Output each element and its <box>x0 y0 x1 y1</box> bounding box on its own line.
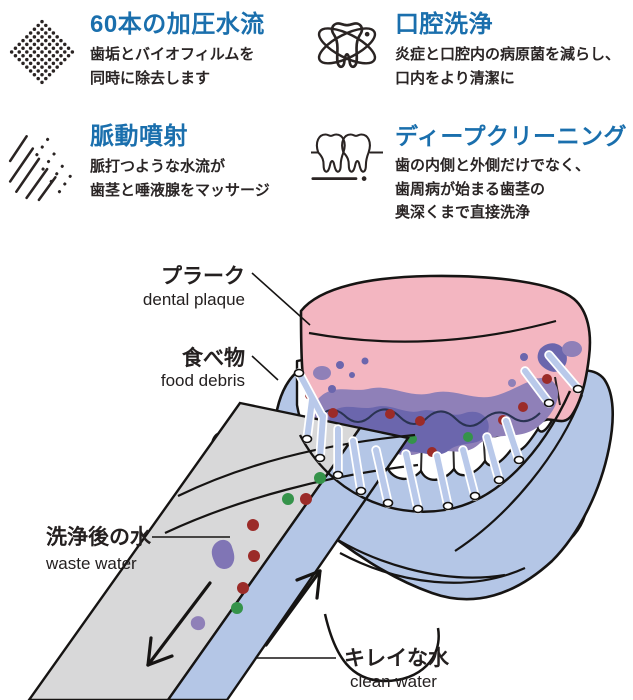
waste-debris <box>190 472 326 631</box>
tray-rim <box>298 390 572 513</box>
tooth-orbit-icon <box>311 12 383 84</box>
gumline-wave <box>317 408 541 427</box>
feature-title: 口腔洗浄 <box>395 11 493 38</box>
feature-line: 口内をより清潔に <box>395 69 515 87</box>
feature-line: 歯周病が始まる歯茎の <box>395 180 546 198</box>
plaque-label-jp: プラーク <box>161 265 245 288</box>
pulse-jet-lines-icon <box>6 124 78 204</box>
feature-deep-cleaning: ディープクリーニング 歯の内側と外側だけでなく、 歯周病が始まる歯茎の 奥深くま… <box>311 123 633 224</box>
feature-title: ディープクリーニング <box>395 123 628 149</box>
dots-diamond-icon <box>6 12 78 92</box>
feature-line: 歯の内側と外側だけでなく、 <box>395 157 591 175</box>
waste-label-jp: 洗浄後の水 <box>46 525 152 549</box>
teeth-gumline-icon <box>311 124 383 190</box>
waste-label-en: waste water <box>45 554 137 573</box>
feature-line: 奥深くまで直接洗浄 <box>395 203 531 221</box>
mouthpiece-illustration: プラーク dental plaque 食べ物 food debris 洗浄後の水… <box>0 253 633 700</box>
leader-lines <box>152 272 336 659</box>
food-label-en: food debris <box>161 371 245 390</box>
clean-flow-arrow <box>264 569 322 647</box>
jet-nozzles <box>293 368 584 514</box>
feature-pressure-jets: 60本の加圧水流 歯垢とバイオフィルムを 同時に除去します <box>6 11 306 92</box>
feature-line: 歯茎と唾液腺をマッサージ <box>90 181 270 199</box>
waste-flow-arrow <box>146 581 212 667</box>
feature-pulse-jet: 脈動噴射 脈打つような水流が 歯茎と唾液腺をマッサージ <box>6 123 306 204</box>
clean-label-en: clean water <box>350 672 437 691</box>
feature-title: 60本の加圧水流 <box>90 11 265 38</box>
feature-line: 同時に除去します <box>90 69 211 87</box>
chin-outline <box>323 613 440 683</box>
feature-line: 炎症と口腔内の病原菌を減らし、 <box>395 46 621 64</box>
plaque-label-en: dental plaque <box>143 290 245 309</box>
gum-ridge-line <box>308 319 557 343</box>
clean-label-jp: キレイな水 <box>344 647 450 670</box>
food-label-jp: 食べ物 <box>182 346 245 370</box>
water-jets <box>293 350 584 514</box>
feature-line: 脈打つような水流が <box>90 158 226 176</box>
feature-oral-cleansing: 口腔洗浄 炎症と口腔内の病原菌を減らし、 口内をより清潔に <box>311 11 633 90</box>
feature-title: 脈動噴射 <box>90 123 188 150</box>
feature-line: 歯垢とバイオフィルムを <box>90 46 255 64</box>
